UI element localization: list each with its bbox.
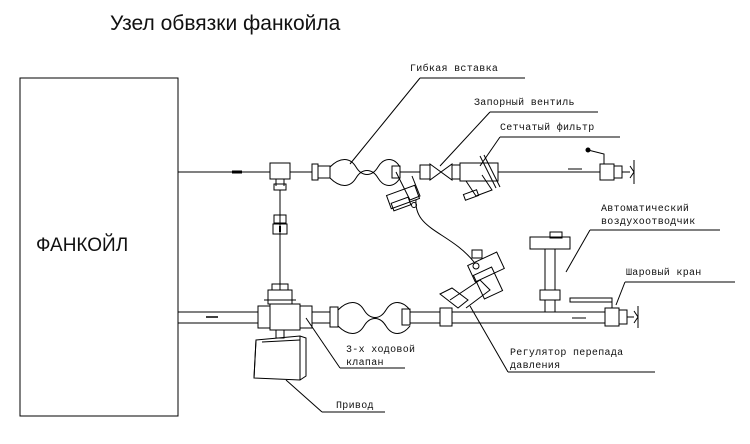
label-three-way-line2: клапан: [346, 358, 384, 369]
ball-valve-upper: [586, 148, 634, 184]
fancoil-unit-box: [20, 78, 178, 416]
bypass-pipe: [273, 190, 287, 290]
lower-pipe-line: [178, 312, 605, 323]
shutoff-valve-upper: [387, 164, 460, 211]
label-shutoff-valve: Запорный вентиль: [474, 98, 575, 109]
label-flex-insert: Гибкая вставка: [410, 64, 499, 75]
label-three-way-line1: 3-х ходовой: [346, 345, 416, 356]
leader-lines: [286, 78, 735, 412]
fancoil-label: ФАНКОЙЛ: [36, 235, 129, 256]
pressure-regulator: [440, 250, 504, 326]
label-pressure-regulator-line2: давления: [510, 361, 561, 372]
label-air-vent-line1: Автоматический: [601, 204, 690, 215]
upper-tee-fitting: [270, 163, 290, 190]
lower-flex-hose: [330, 303, 410, 334]
label-pressure-regulator-line1: Регулятор перепада: [510, 348, 624, 359]
label-air-vent-line2: воздухоотводчик: [601, 217, 696, 228]
label-ball-valve: Шаровый кран: [626, 268, 702, 279]
upper-pipe-line: [178, 169, 600, 172]
strainer-filter: [460, 155, 500, 200]
ball-valve-lower: [570, 298, 638, 328]
label-actuator: Привод: [336, 401, 374, 412]
impulse-tube: [416, 200, 474, 262]
upper-flex-hose: [312, 160, 400, 186]
diagram-title: Узел обвязки фанкойла: [110, 12, 341, 35]
actuator-body: [254, 336, 306, 380]
automatic-air-vent: [530, 232, 570, 312]
label-strainer: Сетчатый фильтр: [500, 123, 595, 134]
three-way-valve: [258, 284, 312, 338]
